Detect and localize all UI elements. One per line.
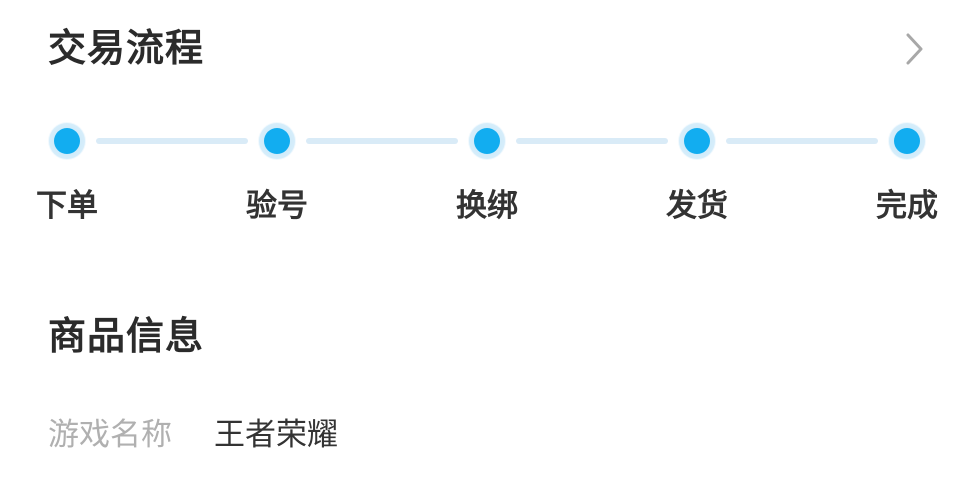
step-label-cell-1: 下单	[36, 190, 98, 221]
info-label-game-name: 游戏名称	[48, 417, 172, 452]
step-node-5[interactable]	[888, 122, 926, 160]
step-connector-1	[96, 138, 248, 144]
flow-section-title: 交易流程	[48, 28, 205, 70]
step-label-verify-account: 验号	[246, 188, 308, 223]
step-node-3[interactable]	[468, 122, 506, 160]
product-section-title: 商品信息	[48, 316, 205, 358]
step-dot-icon	[54, 128, 80, 154]
step-label-place-order: 下单	[36, 188, 98, 223]
step-label-cell-4: 发货	[666, 190, 728, 221]
product-section-header: 商品信息	[48, 318, 934, 356]
chevron-right-icon[interactable]	[898, 26, 932, 72]
step-label-cell-2: 验号	[246, 190, 308, 221]
step-dot-icon	[264, 128, 290, 154]
step-connector-2	[306, 138, 458, 144]
step-node-1[interactable]	[48, 122, 86, 160]
step-label-deliver: 发货	[666, 188, 728, 223]
info-value-game-name: 王者荣耀	[214, 417, 338, 452]
step-connector-4	[726, 138, 878, 144]
step-dot-icon	[894, 128, 920, 154]
transaction-stepper: 下单 验号 换绑 发货 完成	[0, 118, 974, 238]
step-node-2[interactable]	[258, 122, 296, 160]
step-label-complete: 完成	[876, 188, 938, 223]
step-label-cell-3: 换绑	[456, 190, 518, 221]
step-label-cell-5: 完成	[876, 190, 938, 221]
step-label-rebind: 换绑	[456, 188, 518, 223]
step-dot-icon	[474, 128, 500, 154]
stepper-labels: 下单 验号 换绑 发货 完成	[36, 190, 938, 221]
flow-section-header: 交易流程	[48, 26, 934, 72]
stepper-track	[48, 118, 926, 164]
step-dot-icon	[684, 128, 710, 154]
step-node-4[interactable]	[678, 122, 716, 160]
info-row-game-name: 游戏名称 王者荣耀	[48, 416, 338, 453]
step-connector-3	[516, 138, 668, 144]
